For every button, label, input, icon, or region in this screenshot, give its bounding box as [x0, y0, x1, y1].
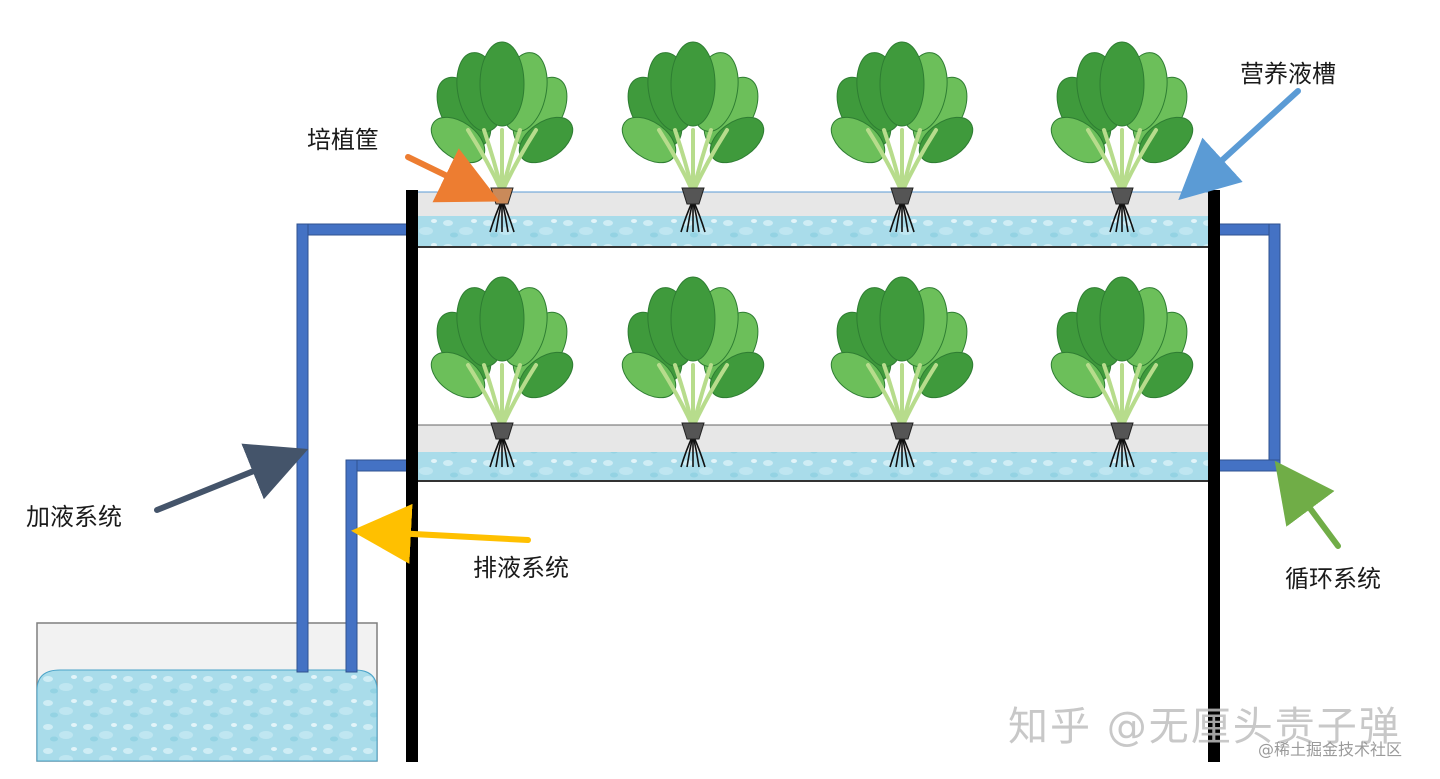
reservoir-tank — [36, 622, 378, 762]
planting-basket — [681, 422, 705, 440]
plant — [430, 276, 574, 468]
planting-basket — [1110, 422, 1134, 440]
label-nutrient-tank: 营养液槽 — [1240, 60, 1336, 88]
watermark-juejin: @稀土掘金技术社区 — [1258, 740, 1403, 759]
plant — [621, 276, 765, 468]
plant-leaf — [879, 276, 925, 362]
arrow-drain-system — [351, 503, 531, 564]
plant — [1050, 41, 1194, 233]
watermark-zhihu: 知乎 @无厘头责子弹 — [1008, 704, 1401, 750]
plant — [830, 276, 974, 468]
plant-stems — [1086, 128, 1158, 194]
plant — [621, 41, 765, 233]
lower-trough — [413, 424, 1215, 482]
plant-stems — [466, 363, 538, 429]
plant-stems — [866, 128, 938, 194]
plant-stems — [657, 363, 729, 429]
arrow-planting-basket — [405, 148, 500, 203]
planting-basket — [490, 422, 514, 440]
plant-leaf — [670, 41, 716, 127]
plant-leaf — [1099, 276, 1145, 362]
label-circulation-system: 循环系统 — [1285, 565, 1381, 593]
plants — [430, 41, 1194, 468]
plant-stems — [866, 363, 938, 429]
label-feed-system: 加液系统 — [26, 503, 122, 531]
arrows — [154, 88, 1341, 564]
plant-leaf — [479, 41, 525, 127]
arrow-feed-system — [154, 443, 309, 513]
plant-leaf — [1099, 41, 1145, 127]
plant — [1050, 276, 1194, 468]
plant-leaf — [879, 41, 925, 127]
plant-stems — [1086, 363, 1158, 429]
label-planting-basket: 培植筐 — [307, 126, 379, 154]
plant-stems — [657, 128, 729, 194]
plant — [830, 41, 974, 233]
plant-leaf — [670, 276, 716, 362]
plant-leaf — [479, 276, 525, 362]
planting-basket — [681, 187, 705, 205]
planting-basket — [890, 187, 914, 205]
label-drain-system: 排液系统 — [473, 554, 569, 582]
planting-basket — [1110, 187, 1134, 205]
frame — [406, 190, 1220, 762]
planting-basket — [890, 422, 914, 440]
upper-trough — [413, 191, 1215, 248]
arrow-circulation-system — [1274, 460, 1341, 549]
arrow-nutrient-tank — [1178, 88, 1301, 201]
